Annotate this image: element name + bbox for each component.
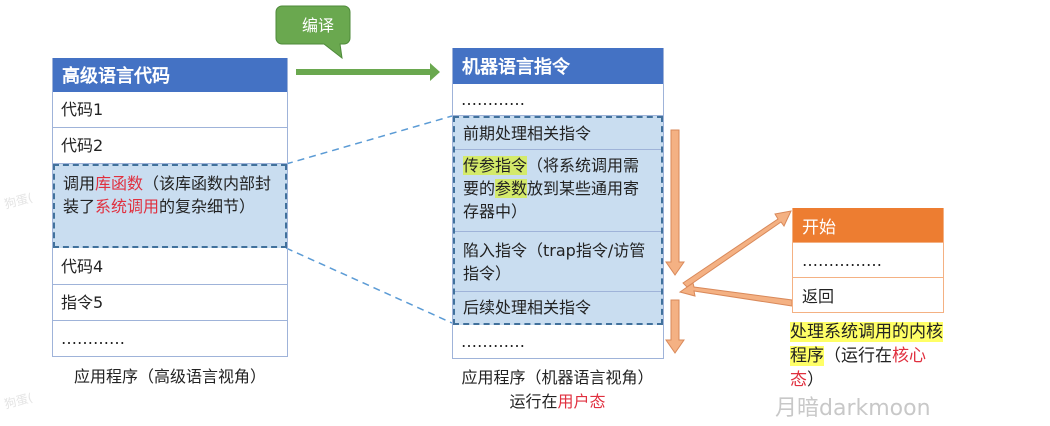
t: 参数	[495, 179, 528, 198]
left-caption: 应用程序（高级语言视角）	[73, 367, 266, 386]
dots-row: …………	[453, 325, 663, 359]
dashed-link-top	[285, 115, 453, 165]
kernel-mode-text: 核心态	[790, 346, 926, 390]
arrow-return	[678, 282, 793, 307]
compile-arrow	[296, 63, 440, 81]
code-row: 指令5	[53, 285, 287, 321]
high-level-table: 高级语言代码 代码1 代码2 调用库函数（该库函数内部封装了系统调用的复杂细节）…	[52, 58, 288, 357]
pre-row: 前期处理相关指令	[455, 118, 661, 150]
down-arrow-2	[665, 299, 685, 354]
compile-callout-shape	[275, 5, 351, 60]
arrow-to-kernel	[682, 210, 792, 288]
param-row: 传参指令（将系统调用需要的参数放到某些通用寄存器中）	[455, 150, 661, 232]
code-row: 代码4	[53, 248, 287, 285]
code-row: 代码2	[53, 128, 287, 164]
return-row: 返回	[793, 277, 943, 312]
t: （运行在	[824, 346, 892, 366]
system-call-text: 系统调用	[95, 197, 160, 216]
t: 传参指令	[463, 156, 528, 175]
t: （将系统调用需要的	[463, 156, 640, 198]
trap-row: 陷入指令（trap指令/访管指令）	[455, 232, 661, 292]
high-level-header: 高级语言代码	[53, 58, 287, 92]
kernel-table: 开始 …………… 返回	[792, 208, 944, 313]
user-mode-text: 用户态	[557, 392, 606, 411]
watermark: 月暗darkmoon	[775, 396, 931, 421]
dashed-link-bottom	[285, 247, 453, 324]
library-call-row: 调用库函数（该库函数内部封装了系统调用的复杂细节）	[53, 164, 287, 248]
compile-label: 编译	[301, 16, 334, 35]
t: 运行在	[509, 392, 558, 411]
t: 放到某些通用寄存器中）	[463, 179, 640, 221]
post-row: 后续处理相关指令	[463, 298, 592, 317]
kernel-header: 开始	[793, 208, 943, 242]
code-row: …………	[53, 321, 287, 357]
kernel-caption: 处理系统调用的内核程序（运行在核心态）	[790, 320, 950, 392]
t: ）	[807, 370, 824, 390]
t: （该库函数内部封装了	[63, 174, 272, 216]
t: 应用程序（机器语言视角）	[461, 368, 654, 387]
down-arrow-1	[665, 129, 685, 276]
library-function-text: 库函数	[95, 174, 144, 193]
code-row: 代码1	[53, 92, 287, 128]
t: 的复杂细节）	[159, 197, 256, 216]
middle-caption: 应用程序（机器语言视角） 运行在用户态	[420, 366, 695, 414]
t: 调用	[63, 174, 96, 193]
system-call-block: 前期处理相关指令 传参指令（将系统调用需要的参数放到某些通用寄存器中） 陷入指令…	[453, 116, 663, 325]
machine-header: 机器语言指令	[453, 48, 663, 84]
dots-row: …………	[453, 84, 663, 116]
dots-row: ……………	[793, 242, 943, 277]
machine-table: 机器语言指令 ………… 前期处理相关指令 传参指令（将系统调用需要的参数放到某些…	[452, 48, 664, 359]
